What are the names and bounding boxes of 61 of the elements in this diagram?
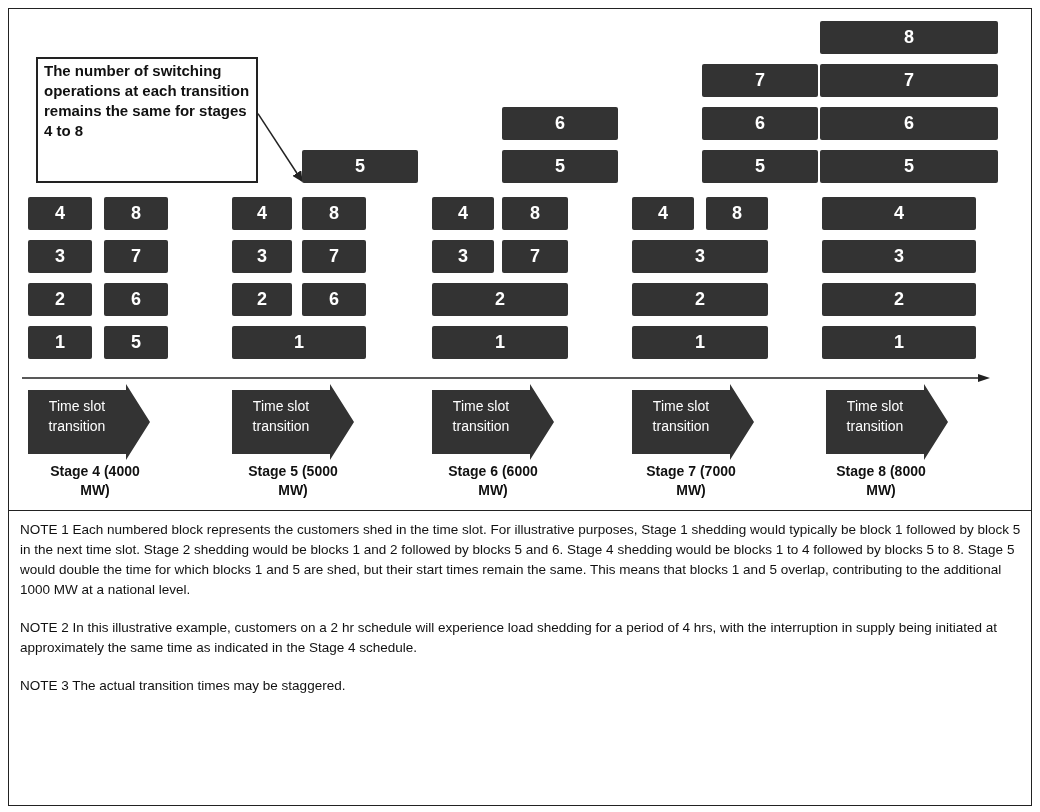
time-slot-block: 5 xyxy=(104,326,168,359)
time-slot-block: 7 xyxy=(702,64,818,97)
transition-text: Time slot transition xyxy=(451,397,511,436)
transition-arrow xyxy=(28,384,150,460)
note-text: NOTE 1 Each numbered block represents the customers shed in the time slot. For illustrative purposes, Stage 1 shedding would typically be block 1 followed by block 5 in the next time slot. Stage 2 shedding would be blocks 1 and 2 followed by blocks 5 and 6. Stage 4 shedding would be blocks 1 to 4 followed by blocks 5 to 8. Stage 5 would double the time for which blocks 1 and 5 are shed, but their start times remain the same. This means that blocks 1 and 5 overlap, contributing to the additional 1000 MW at a national level. xyxy=(20,521,1022,599)
stage-label: Stage 4 (4000 MW) xyxy=(49,462,141,500)
time-slot-block: 4 xyxy=(632,197,694,230)
time-slot-block: 1 xyxy=(822,326,976,359)
time-slot-block: 5 xyxy=(702,150,818,183)
time-slot-block: 3 xyxy=(632,240,768,273)
stage-label: Stage 8 (8000 MW) xyxy=(835,462,927,500)
time-slot-block: 1 xyxy=(432,326,568,359)
note-text: NOTE 2 In this illustrative example, customers on a 2 hr schedule will experience load shedding for a period of 4 hrs, with the interruption in supply being initiated at approximately the same time as indicated in the Stage 4 schedule. xyxy=(20,619,999,657)
time-slot-block: 7 xyxy=(820,64,998,97)
transition-arrow xyxy=(232,384,354,460)
time-slot-block: 8 xyxy=(104,197,168,230)
time-slot-block: 3 xyxy=(432,240,494,273)
transition-arrow xyxy=(826,384,948,460)
transition-text: Time slot transition xyxy=(251,397,311,436)
time-slot-block: 6 xyxy=(502,107,618,140)
time-slot-block: 7 xyxy=(104,240,168,273)
time-slot-block: 8 xyxy=(706,197,768,230)
time-slot-block: 6 xyxy=(820,107,998,140)
transition-arrow xyxy=(432,384,554,460)
time-slot-block: 2 xyxy=(432,283,568,316)
time-slot-block: 6 xyxy=(702,107,818,140)
time-slot-block: 4 xyxy=(232,197,292,230)
time-slot-block: 2 xyxy=(28,283,92,316)
time-slot-block: 8 xyxy=(820,21,998,54)
time-slot-block: 3 xyxy=(822,240,976,273)
leader-line xyxy=(257,112,303,182)
time-slot-block: 5 xyxy=(302,150,418,183)
time-slot-block: 8 xyxy=(302,197,366,230)
stage-label: Stage 5 (5000 MW) xyxy=(247,462,339,500)
time-slot-block: 3 xyxy=(28,240,92,273)
time-slot-block: 6 xyxy=(302,283,366,316)
callout-text: The number of switching operations at each transition remains the same for stages 4 to 8 xyxy=(44,61,250,141)
time-slot-block: 2 xyxy=(232,283,292,316)
stage-label: Stage 6 (6000 MW) xyxy=(447,462,539,500)
time-slot-block: 1 xyxy=(232,326,366,359)
transition-text: Time slot transition xyxy=(651,397,711,436)
time-slot-block: 7 xyxy=(502,240,568,273)
time-slot-block: 7 xyxy=(302,240,366,273)
time-slot-block: 3 xyxy=(232,240,292,273)
time-slot-block: 1 xyxy=(28,326,92,359)
note-text: NOTE 3 The actual transition times may be staggered. xyxy=(20,677,347,695)
transition-text: Time slot transition xyxy=(47,397,107,436)
transition-arrow xyxy=(632,384,754,460)
time-slot-block: 6 xyxy=(104,283,168,316)
callout-box xyxy=(36,57,258,183)
time-slot-block: 2 xyxy=(632,283,768,316)
time-slot-block: 4 xyxy=(28,197,92,230)
time-slot-block: 4 xyxy=(822,197,976,230)
transition-text: Time slot transition xyxy=(845,397,905,436)
time-slot-block: 2 xyxy=(822,283,976,316)
time-slot-block: 8 xyxy=(502,197,568,230)
time-slot-block: 1 xyxy=(632,326,768,359)
stage-label: Stage 7 (7000 MW) xyxy=(645,462,737,500)
time-slot-block: 4 xyxy=(432,197,494,230)
time-slot-block: 5 xyxy=(502,150,618,183)
time-slot-block: 5 xyxy=(820,150,998,183)
